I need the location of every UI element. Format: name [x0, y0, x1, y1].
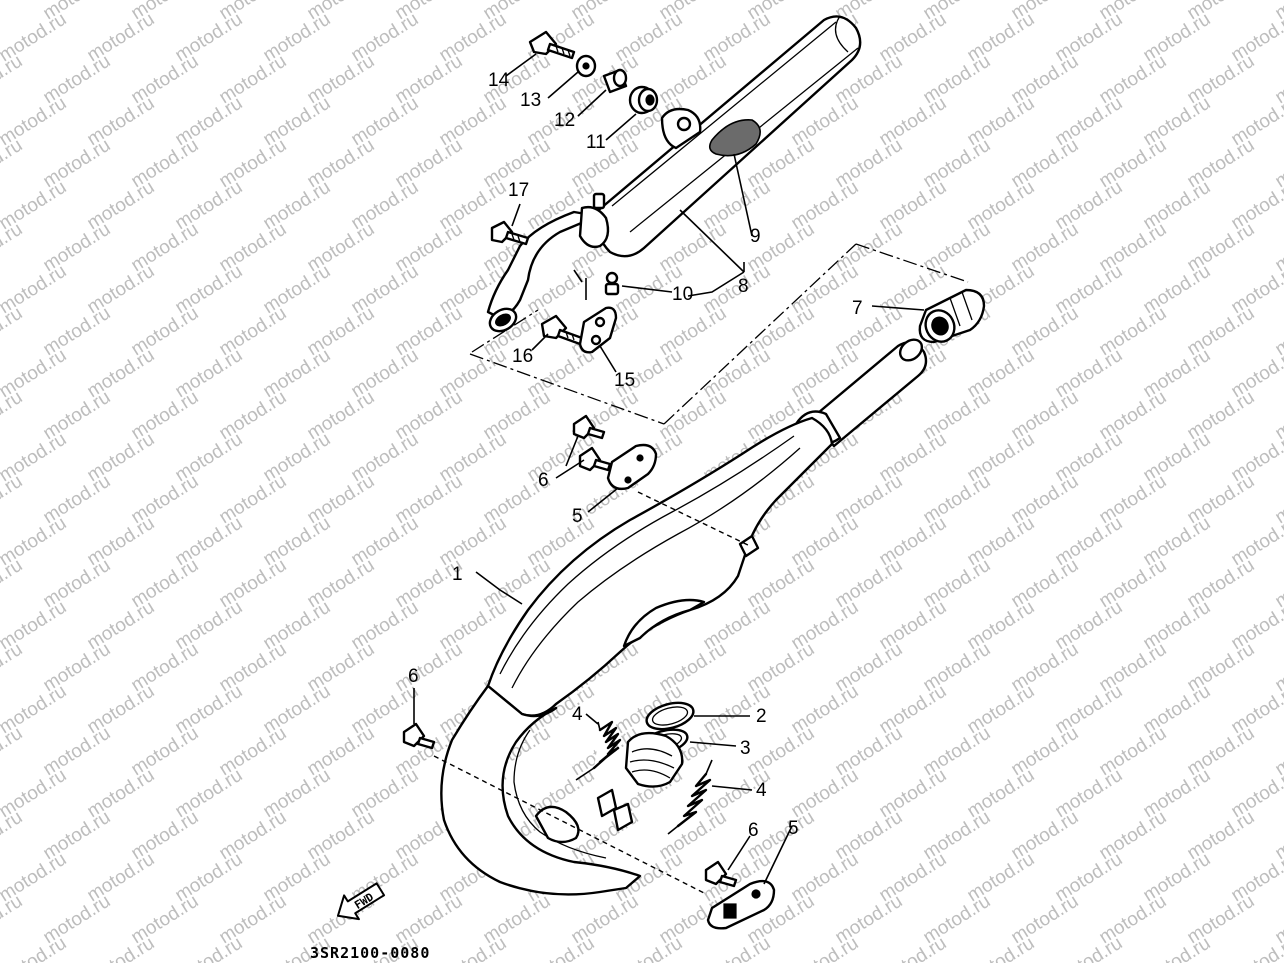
part-11-grommet	[628, 85, 659, 115]
watermark-text: motod.ru	[436, 933, 511, 963]
part-17-bolt	[490, 220, 530, 246]
callout-15: 15	[614, 370, 635, 391]
callout-6-left: 6	[408, 666, 419, 687]
watermark-text: motod.ru	[0, 387, 26, 445]
assembly-leader-lines	[469, 243, 969, 425]
watermark-text: motod.ru	[0, 555, 26, 613]
part-14-bolt	[528, 30, 576, 60]
callout-4-right: 4	[756, 780, 767, 801]
watermark-text: motod.ru	[84, 933, 159, 963]
part-13-washer	[575, 54, 597, 78]
part-2-gasket	[645, 701, 695, 731]
callout-14: 14	[488, 70, 510, 91]
part-5-bracket-upper	[606, 443, 658, 491]
exhaust-flange-joint	[624, 731, 684, 788]
watermark-text: motod.ru	[964, 933, 1039, 963]
watermark-text: motod.ru	[0, 219, 26, 277]
part-5-bracket-lower	[706, 879, 776, 930]
callout-8: 8	[738, 276, 749, 297]
part-4-spring-right	[667, 759, 713, 835]
watermark-text: motod.ru	[0, 303, 26, 361]
watermark-text: motod.ru	[0, 135, 26, 193]
callout-1: 1	[452, 564, 463, 585]
watermark-text: motod.ru	[0, 807, 26, 865]
callout-numbers: 14 13 12 11 17 9 10 8 7 16 15 6 5 1 6 4 …	[408, 70, 863, 841]
callout-6-upper: 6	[538, 470, 549, 491]
spring-hooks	[596, 788, 634, 832]
part-15-bracket	[578, 306, 618, 354]
callout-13: 13	[520, 90, 541, 111]
silencer-assembly	[486, 15, 862, 333]
callout-9: 9	[750, 226, 761, 247]
exhaust-pipe-assembly	[440, 338, 928, 896]
callout-5-upper: 5	[572, 506, 583, 527]
watermark-text: motod.ru	[0, 891, 26, 949]
watermark-text: motod.ru	[0, 0, 26, 24]
watermark-text: motod.ru	[0, 639, 26, 697]
watermark-text: motod.ru	[0, 933, 70, 963]
part-6-bolt-lower	[704, 860, 738, 888]
watermark-text: motod.ru	[524, 933, 599, 963]
callout-12: 12	[554, 110, 575, 131]
watermark-text: motod.ru	[172, 933, 247, 963]
callout-leader-lines	[413, 53, 925, 885]
callout-7: 7	[852, 298, 863, 319]
callout-11: 11	[586, 132, 606, 153]
part-6-bolts-upper	[572, 414, 612, 472]
part-7-joint	[918, 288, 986, 344]
part-4-spring-left	[575, 720, 622, 781]
callout-10: 10	[672, 284, 693, 305]
watermark-text: motod.ru	[612, 933, 687, 963]
callout-3: 3	[740, 738, 751, 759]
watermark-text: motod.ru	[788, 933, 863, 963]
watermark-text: motod.ru	[876, 933, 951, 963]
watermark-text: motod.ru	[700, 933, 775, 963]
watermark-text: motod.ru	[1140, 933, 1215, 963]
watermark-text: motod.ru	[0, 723, 26, 781]
dashed-alignment-lines	[433, 491, 751, 895]
watermark-text: motod.ru	[1052, 933, 1127, 963]
part-16-bolt	[540, 314, 584, 346]
callout-4-left: 4	[572, 704, 583, 725]
callout-2: 2	[756, 706, 767, 727]
callout-5-lower: 5	[788, 818, 799, 839]
callout-17: 17	[508, 180, 529, 201]
callout-6-lower: 6	[748, 820, 759, 841]
watermark-text: motod.ru	[0, 471, 26, 529]
part-6-bolt-left	[402, 722, 436, 750]
watermark-text: motod.ru	[0, 51, 26, 109]
diagram-code: 3SR2100-0080	[310, 944, 430, 962]
part-12-collar	[602, 68, 628, 94]
callout-16: 16	[512, 346, 533, 367]
